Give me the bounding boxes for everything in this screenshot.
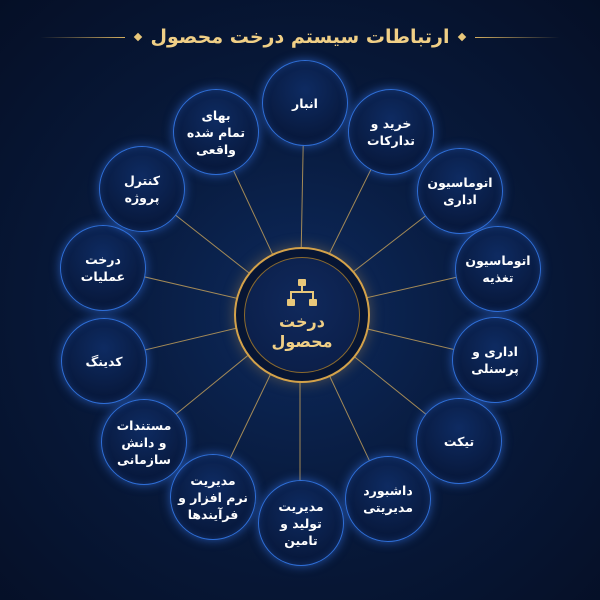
node-label: کنترل پروژه — [123, 173, 161, 205]
node-label: اتوماسیون اداری — [427, 175, 493, 207]
center-hub-inner: درخت محصول — [244, 257, 360, 373]
node-actual-cost[interactable]: بهای تمام شده واقعی — [173, 89, 259, 175]
node-production-management[interactable]: مدیریت تولید و تامین — [258, 480, 344, 566]
title-divider-right — [475, 36, 561, 38]
node-operations-tree[interactable]: درخت عملیات — [60, 225, 146, 311]
node-label: کدینگ — [85, 353, 123, 369]
node-label: خرید و تدارکات — [367, 116, 415, 148]
title-divider-left — [39, 36, 125, 38]
node-label: مدیریت تولید و تامین — [278, 498, 324, 548]
node-ticket[interactable]: تیکت — [416, 398, 502, 484]
node-coding[interactable]: کدینگ — [61, 318, 147, 404]
hierarchy-icon — [287, 279, 317, 306]
node-label: اتوماسیون تغذیه — [465, 253, 531, 285]
node-label: درخت عملیات — [80, 252, 126, 284]
node-label: داشبورد مدیریتی — [363, 483, 413, 515]
node-label: اداری و پرسنلی — [471, 344, 519, 376]
node-food-automation[interactable]: اتوماسیون تغذیه — [455, 226, 541, 312]
node-label: انبار — [292, 95, 318, 111]
node-software-management[interactable]: مدیریت نرم افزار و فرآیندها — [170, 454, 256, 540]
page-title: ارتباطات سیستم درخت محصول — [150, 26, 450, 48]
node-hr[interactable]: اداری و پرسنلی — [452, 317, 538, 403]
node-procurement[interactable]: خرید و تدارکات — [348, 89, 434, 175]
node-label: تیکت — [443, 433, 475, 449]
center-hub[interactable]: درخت محصول — [234, 247, 370, 383]
node-label: مستندات و دانش سازمانی — [116, 417, 172, 467]
title-bar: ارتباطات سیستم درخت محصول — [0, 22, 600, 52]
node-label: بهای تمام شده واقعی — [186, 107, 246, 157]
node-project-control[interactable]: کنترل پروژه — [99, 146, 185, 232]
node-label: مدیریت نرم افزار و فرآیندها — [178, 472, 248, 522]
node-documentation[interactable]: مستندات و دانش سازمانی — [101, 399, 187, 485]
node-office-automation[interactable]: اتوماسیون اداری — [417, 148, 503, 234]
center-label: درخت محصول — [271, 312, 333, 351]
node-warehouse[interactable]: انبار — [262, 60, 348, 146]
node-dashboard[interactable]: داشبورد مدیریتی — [345, 456, 431, 542]
